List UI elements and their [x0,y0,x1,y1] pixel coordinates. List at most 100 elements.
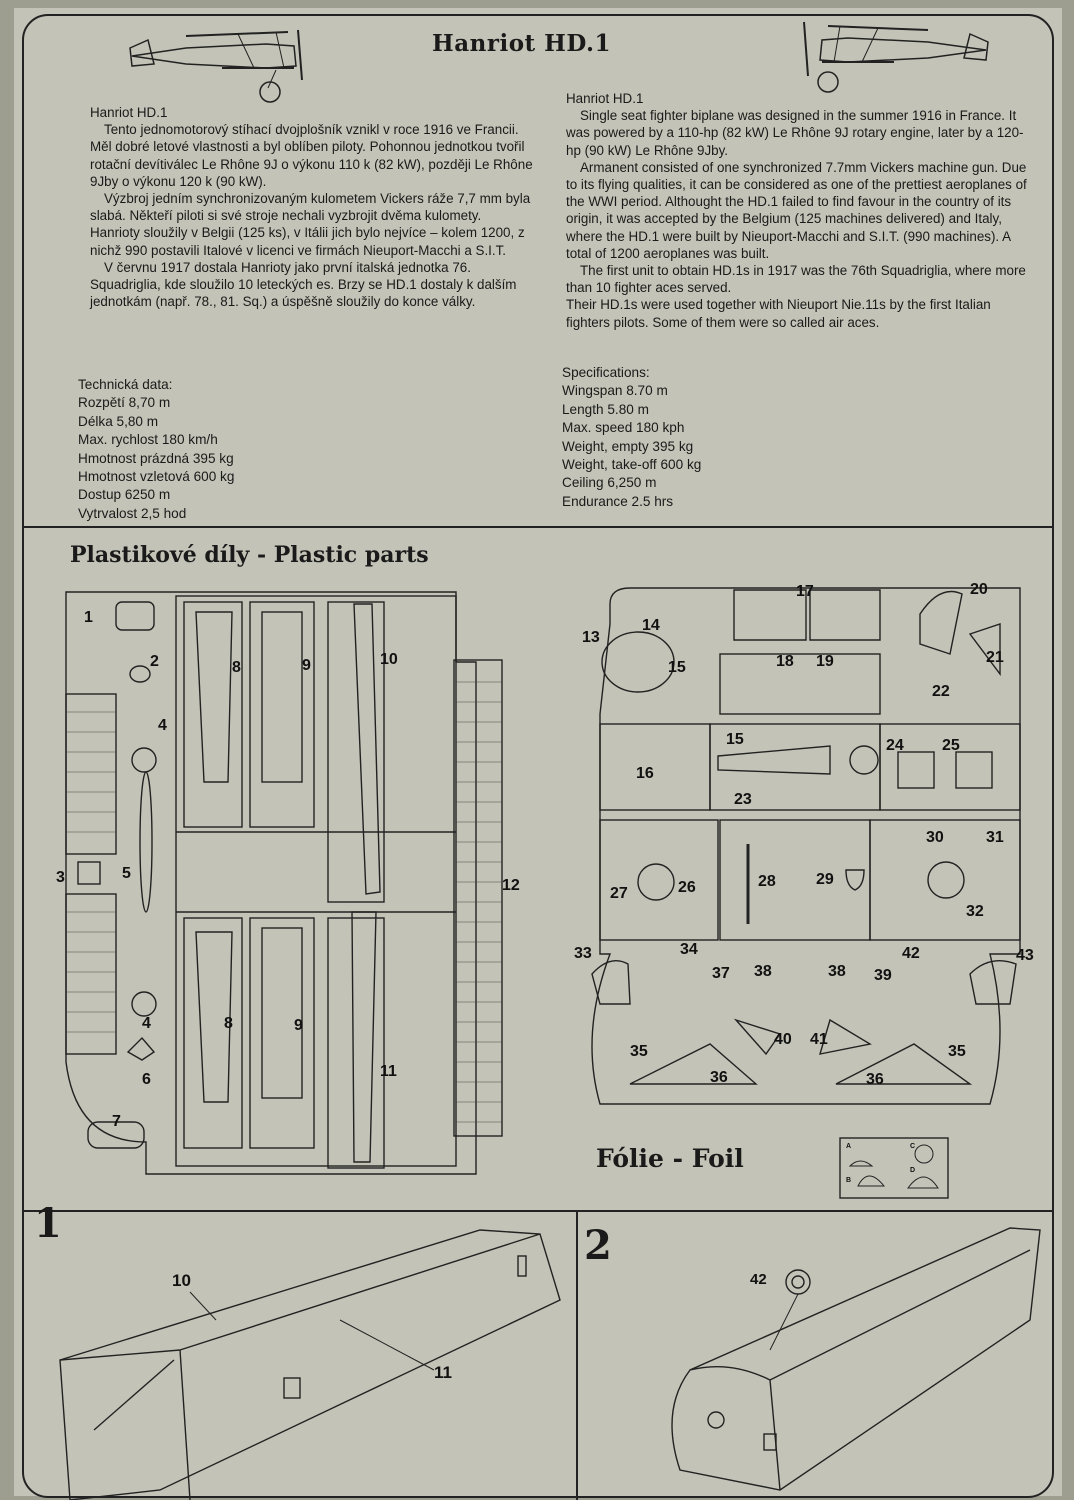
part-number-label: 9 [294,1017,303,1034]
part-number-label: 3 [56,869,65,886]
steps-divider [22,1210,1054,1212]
part-number-label: 4 [142,1015,151,1032]
english-spec-item: Length 5.80 m [562,401,649,417]
part-number-label: 4 [158,717,167,734]
part-number-label: 22 [932,683,950,700]
foil-title: Fólie - Foil [596,1144,744,1173]
english-description: Hanriot HD.1 Single seat fighter biplane… [566,90,1038,331]
part-number-label: 19 [816,653,834,670]
section-divider [22,526,1054,528]
sheet-frame [22,14,1054,1498]
czech-paragraph: Výzbroj jedním synchronizovaným kulomete… [90,191,531,258]
english-spec-item: Endurance 2.5 hrs [562,493,674,509]
czech-description: Hanriot HD.1 Tento jednomotorový stíhací… [90,104,534,310]
part-number-label: 16 [636,765,654,782]
czech-spec-item: Dostup 6250 m [78,487,171,503]
czech-spec-item: Hmotnost prázdná 395 kg [78,450,234,466]
part-number-label: 41 [810,1031,828,1048]
part-number-label: 33 [574,945,592,962]
part-number-label: 24 [886,737,904,754]
steps-column-divider [576,1210,578,1500]
aircraft-front-side-view [803,21,989,93]
part-callout: 42 [750,1271,767,1288]
part-number-label: 42 [902,945,920,962]
foil-letter: D [910,1167,915,1174]
czech-spec-item: Rozpětí 8,70 m [78,395,171,411]
part-number-label: 15 [726,731,744,748]
right-sprue-diagram: 13 14 15 15 16 17 18 19 20 21 22 23 24 2… [574,581,1034,1105]
part-number-label: 8 [224,1015,233,1032]
english-paragraph: Their HD.1s were used together with Nieu… [566,297,991,330]
part-number-label: 38 [754,963,772,980]
foil-sheet: A B C D [839,1137,949,1199]
part-number-label: 13 [582,629,600,646]
part-number-label: 43 [1016,947,1034,964]
step-number: 2 [584,1222,612,1269]
part-number-label: 27 [610,885,628,902]
czech-spec-item: Max. rychlost 180 km/h [78,432,218,448]
part-number-label: 38 [828,963,846,980]
english-spec-item: Weight, take-off 600 kg [562,457,702,473]
czech-spec-item: Délka 5,80 m [78,413,159,429]
step-number: 1 [34,1200,62,1247]
czech-specifications: Technická data: Rozpětí 8,70 m Délka 5,8… [78,376,378,523]
part-number-label: 28 [758,873,776,890]
english-paragraph: The first unit to obtain HD.1s in 1917 w… [566,263,1026,296]
part-number-label: 12 [502,877,520,894]
part-number-label: 30 [926,829,944,846]
part-number-label: 5 [122,865,131,882]
part-number-label: 35 [948,1043,966,1060]
part-number-label: 29 [816,871,834,888]
english-paragraph: Armanent consisted of one synchronized 7… [566,159,1027,261]
part-number-label: 6 [142,1071,151,1088]
part-callout: 11 [434,1363,452,1382]
part-number-label: 20 [970,581,988,598]
czech-spec-heading: Technická data: [78,377,173,392]
part-number-label: 1 [84,609,93,626]
instruction-sheet [14,8,1062,1496]
czech-paragraph: Tento jednomotorový stíhací dvojplošník … [90,122,533,189]
part-number-label: 14 [642,617,660,634]
czech-spec-item: Hmotnost vzletová 600 kg [78,469,235,485]
english-heading: Hanriot HD.1 [566,91,644,106]
part-number-label: 23 [734,791,752,808]
part-number-label: 35 [630,1043,648,1060]
page-title: Hanriot HD.1 [432,30,612,57]
english-specifications: Specifications: Wingspan 8.70 m Length 5… [562,364,862,511]
czech-spec-item: Vytrvalost 2,5 hod [78,505,187,521]
part-number-label: 10 [380,651,398,668]
part-number-label: 2 [150,653,159,670]
part-number-label: 32 [966,903,984,920]
part-number-label: 26 [678,879,696,896]
plastic-parts-title: Plastikové díly - Plastic parts [70,542,429,568]
part-number-label: 11 [380,1063,397,1080]
part-number-label: 15 [668,659,686,676]
part-number-label: 21 [986,649,1004,666]
english-spec-item: Ceiling 6,250 m [562,475,657,491]
part-callout: 10 [172,1271,191,1290]
english-paragraph: Single seat fighter biplane was designed… [566,108,1024,158]
english-spec-item: Wingspan 8.70 m [562,383,668,399]
part-number-label: 40 [774,1031,792,1048]
part-number-label: 17 [796,583,814,600]
part-number-label: 25 [942,737,960,754]
step-1-fuselage-diagram: 10 11 [59,1229,561,1500]
foil-letter: A [846,1143,851,1150]
english-spec-item: Weight, empty 395 kg [562,438,694,454]
czech-paragraph: V červnu 1917 dostala Hanrioty jako prvn… [90,259,517,310]
part-number-label: 36 [866,1071,884,1088]
part-number-label: 34 [680,941,698,958]
part-number-label: 31 [986,829,1004,846]
part-number-label: 9 [302,657,311,674]
foil-letter: C [910,1143,915,1150]
part-number-label: 18 [776,653,794,670]
czech-heading: Hanriot HD.1 [90,105,168,120]
english-spec-item: Max. speed 180 kph [562,420,685,436]
english-spec-heading: Specifications: [562,365,650,380]
part-number-label: 39 [874,967,892,984]
aircraft-side-view [129,29,303,103]
foil-letter: B [846,1177,851,1184]
left-sprue-diagram: 1 2 3 4 4 5 6 7 8 8 9 9 10 11 12 [56,591,520,1175]
step-2-fuselage-diagram: 42 [671,1227,1041,1491]
part-number-label: 37 [712,965,730,982]
